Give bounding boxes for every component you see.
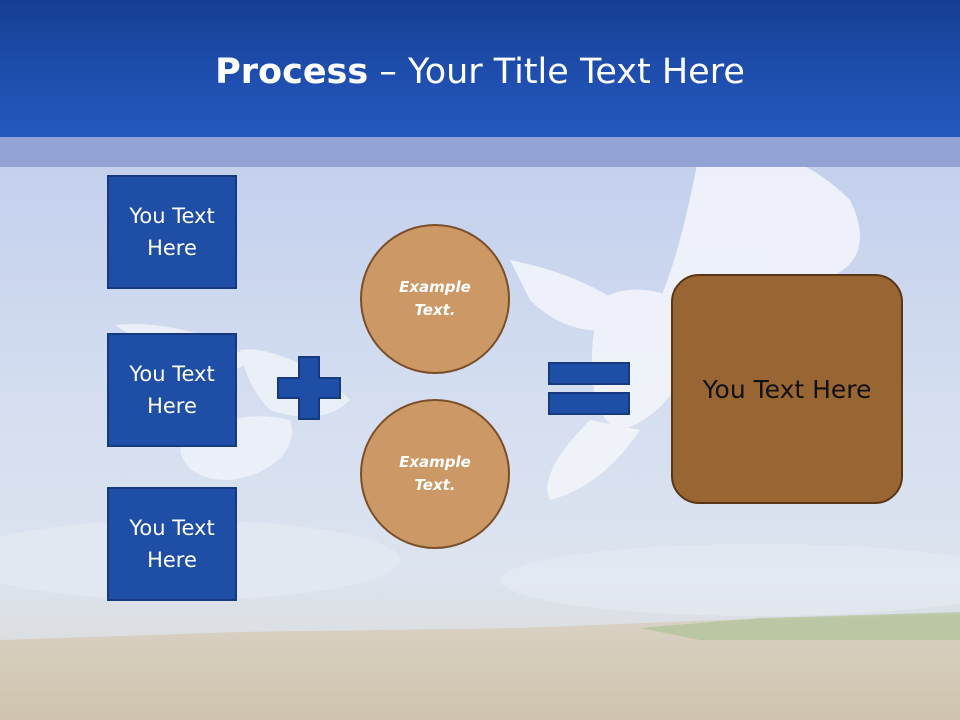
header-band [0, 137, 960, 167]
plus-icon [277, 356, 341, 420]
text-box-2[interactable]: You Text Here [107, 333, 237, 447]
field-shape [0, 614, 960, 720]
text-box-1[interactable]: You Text Here [107, 175, 237, 289]
title-rest: – Your Title Text Here [368, 52, 745, 92]
cloud-shape [500, 544, 960, 616]
equals-icon [548, 362, 630, 415]
result-box[interactable]: You Text Here [671, 274, 903, 504]
example-circle-1[interactable]: Example Text. [360, 224, 510, 374]
title-bar [0, 0, 960, 137]
text-box-3[interactable]: You Text Here [107, 487, 237, 601]
title-bold: Process [215, 52, 369, 92]
example-circle-2[interactable]: Example Text. [360, 399, 510, 549]
treeline-shape [640, 612, 960, 640]
page-title: Process – Your Title Text Here [0, 52, 960, 92]
